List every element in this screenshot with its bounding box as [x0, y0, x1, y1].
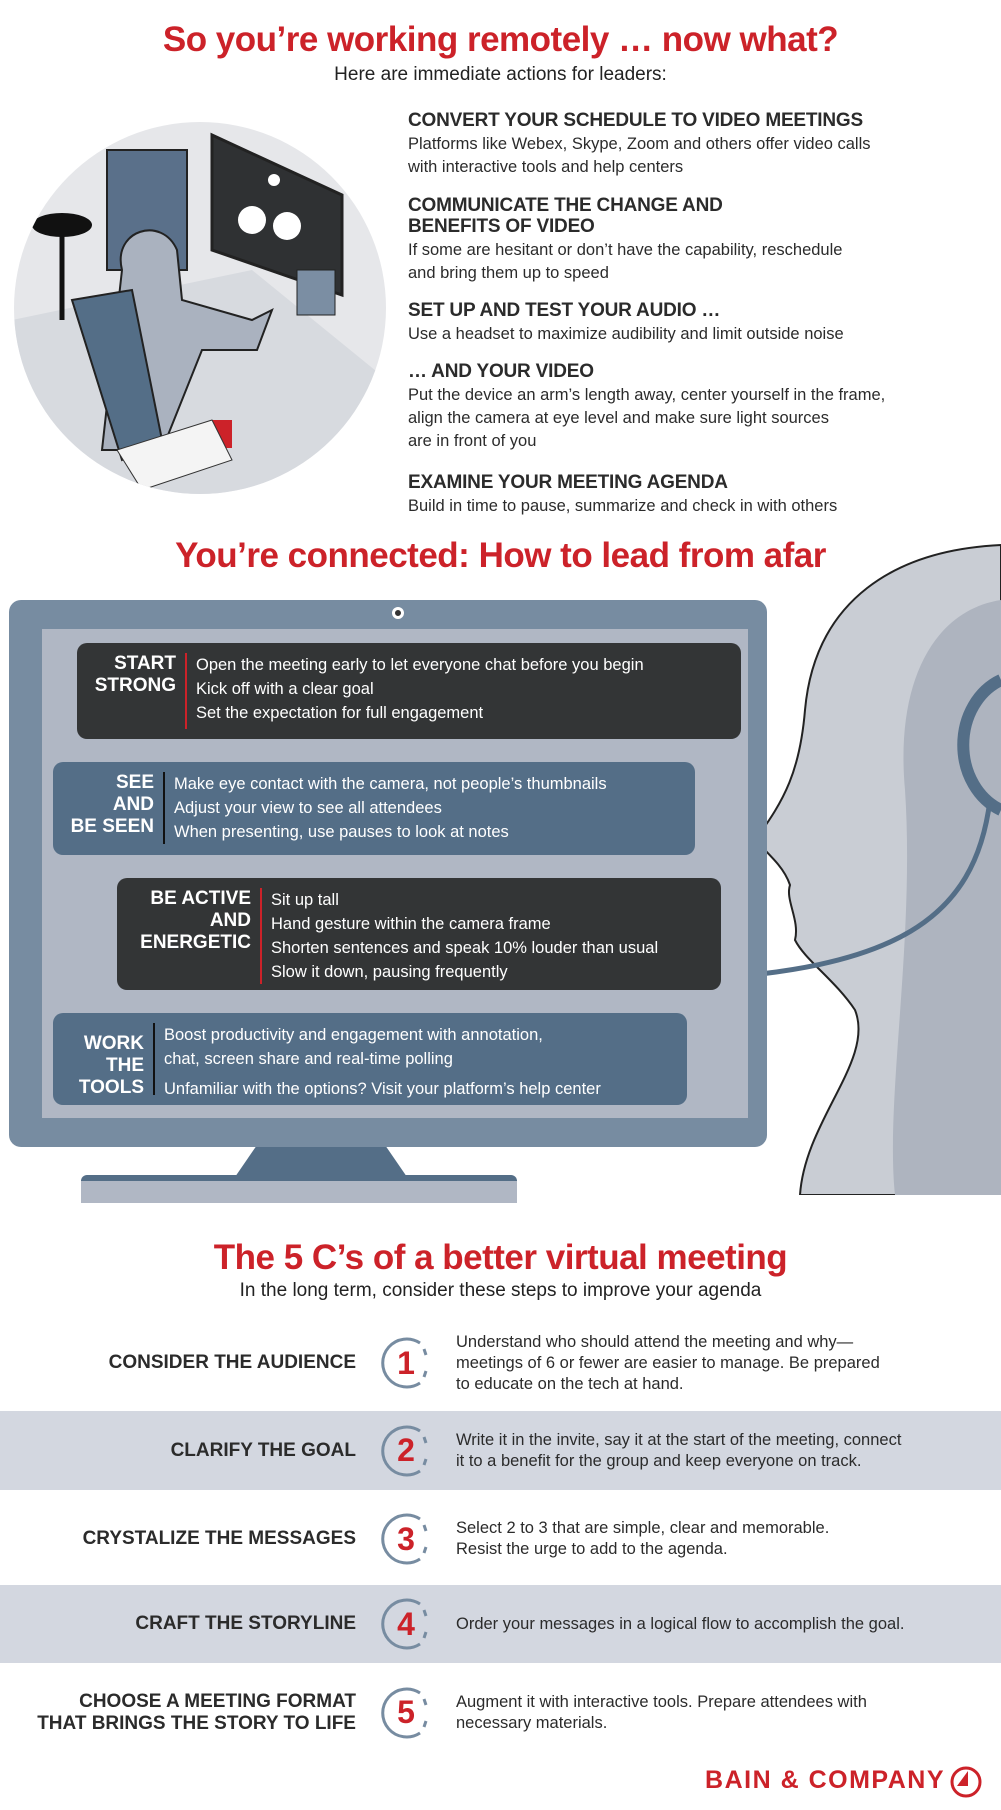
action-body: Build in time to pause, summarize and ch…: [408, 497, 838, 515]
webcam-icon: [392, 607, 404, 619]
row-label-line: THAT BRINGS THE STORY TO LIFE: [37, 1712, 356, 1734]
bracket-circle-icon: [381, 1337, 428, 1389]
tip-item: When presenting, use pauses to look at n…: [174, 823, 509, 841]
row-label: CONSIDER THE AUDIENCE: [0, 1352, 356, 1374]
row-description-line: Write it in the invite, say it at the st…: [456, 1430, 902, 1449]
section-subtitle-five-cs: In the long term, consider these steps t…: [239, 1280, 762, 1301]
row-description-line: to educate on the tech at hand.: [456, 1374, 684, 1393]
five-cs-row: CRYSTALIZE THE MESSAGES 3 Select 2 to 3 th…: [0, 1496, 1001, 1582]
row-number: 1: [397, 1344, 415, 1381]
action-body: Platforms like Webex, Skype, Zoom and ot…: [408, 133, 993, 179]
row-description: Select 2 to 3 that are simple, clear and…: [456, 1518, 986, 1560]
tip-item: Make eye contact with the camera, not pe…: [174, 775, 607, 793]
tip-item: Unfamiliar with the options? Visit your …: [164, 1080, 601, 1098]
bracket-circle-icon: [381, 1598, 428, 1650]
page-subtitle: Here are immediate actions for leaders:: [334, 64, 667, 85]
row-label: CRAFT THE STORYLINE: [0, 1613, 356, 1635]
tip-item: Sit up tall: [271, 891, 339, 909]
action-heading: CONVERT YOUR SCHEDULE TO VIDEO MEETINGS: [408, 110, 863, 131]
row-number: 2: [397, 1432, 415, 1468]
row-label: CRYSTALIZE THE MESSAGES: [0, 1528, 356, 1550]
five-cs-row: CRAFT THE STORYLINE 4 Order your messages …: [0, 1585, 1001, 1663]
page-title: So you’re working remotely … now what?: [162, 20, 839, 59]
row-number-badge: 5: [380, 1685, 432, 1741]
action-body: Put the device an arm’s length away, cen…: [408, 386, 886, 450]
action-convert-schedule: CONVERT YOUR SCHEDULE TO VIDEO MEETINGS …: [408, 110, 993, 179]
row-description: Augment it with interactive tools. Prepa…: [456, 1692, 986, 1734]
row-number-badge: 3: [380, 1511, 432, 1567]
tip-item: Set the expectation for full engagement: [196, 704, 484, 722]
tip-item: Open the meeting early to let everyone c…: [196, 656, 644, 674]
tip-item: Hand gesture within the camera frame: [271, 915, 551, 933]
row-number: 3: [397, 1520, 415, 1557]
row-description-line: Select 2 to 3 that are simple, clear and…: [456, 1519, 830, 1537]
row-description-line: Resist the urge to add to the agenda.: [456, 1540, 728, 1558]
row-label-line: CRAFT THE STORYLINE: [135, 1613, 356, 1634]
row-description-line: Augment it with interactive tools. Prepa…: [456, 1692, 867, 1711]
tip-item: Adjust your view to see all attendees: [174, 799, 442, 817]
row-description-line: Understand who should attend the meeting…: [456, 1332, 854, 1351]
row-description-line: meetings of 6 or fewer are easier to man…: [456, 1353, 880, 1372]
row-description-line: Order your messages in a logical flow to…: [456, 1614, 905, 1633]
row-description: Write it in the invite, say it at the st…: [456, 1430, 986, 1472]
action-heading: … AND YOUR VIDEO: [408, 361, 594, 382]
row-description: Order your messages in a logical flow to…: [456, 1614, 986, 1635]
row-label-line: CLARIFY THE GOAL: [170, 1439, 356, 1461]
row-number: 4: [397, 1605, 415, 1642]
tip-item: Shorten sentences and speak 10% louder t…: [271, 939, 659, 957]
five-cs-row: CONSIDER THE AUDIENCE 1 Understand who sho…: [0, 1326, 1001, 1400]
remote-worker-illustration: [14, 122, 386, 494]
tip-item: Kick off with a clear goal: [196, 680, 374, 698]
section-title-five-cs: The 5 C’s of a better virtual meeting: [213, 1238, 788, 1277]
action-test-video: … AND YOUR VIDEO Put the device an arm’s…: [408, 361, 993, 453]
row-description-line: necessary materials.: [456, 1713, 608, 1732]
row-description-line: it to a benefit for the group and keep e…: [456, 1451, 862, 1470]
bain-logo-text: BAIN & COMPANY: [705, 1766, 945, 1794]
action-body-line: Platforms like Webex, Skype, Zoom and ot…: [408, 135, 871, 153]
action-heading: SET UP AND TEST YOUR AUDIO …: [408, 300, 721, 321]
five-cs-row: CLARIFY THE GOAL 2 Write it in the invite,…: [0, 1411, 1001, 1490]
monitor-stand: [235, 1147, 407, 1177]
row-label-line: CONSIDER THE AUDIENCE: [108, 1352, 356, 1373]
action-body: Use a headset to maximize audibility and…: [408, 325, 844, 343]
action-test-audio: SET UP AND TEST YOUR AUDIO … Use a heads…: [408, 300, 993, 346]
row-label-line: CHOOSE A MEETING FORMAT: [79, 1690, 356, 1712]
action-body-line: with interactive tools and help centers: [408, 158, 684, 176]
row-label-line: CRYSTALIZE THE MESSAGES: [82, 1528, 356, 1549]
bracket-circle-icon: [381, 1687, 428, 1738]
row-number-badge: 2: [380, 1423, 432, 1479]
row-number-badge: 4: [380, 1596, 432, 1652]
bracket-circle-icon: [381, 1513, 428, 1565]
bracket-circle-icon: [381, 1425, 428, 1476]
row-label: CLARIFY THE GOAL: [0, 1440, 356, 1462]
action-heading: EXAMINE YOUR MEETING AGENDA: [408, 472, 728, 493]
tip-item: Slow it down, pausing frequently: [271, 963, 508, 981]
monitor-base: [81, 1175, 517, 1203]
head-profile-illustration: [745, 543, 1001, 1195]
action-examine-agenda: EXAMINE YOUR MEETING AGENDA Build in tim…: [408, 472, 993, 518]
action-body: If some are hesitant or don’t have the c…: [408, 241, 843, 282]
bain-logo-icon: [950, 1766, 982, 1798]
tip-item: Boost productivity and engagement with a…: [164, 1026, 543, 1044]
section-title-lead: You’re connected: How to lead from afar: [175, 536, 826, 575]
tip-item: chat, screen share and real-time polling: [164, 1050, 453, 1068]
row-description: Understand who should attend the meeting…: [456, 1332, 986, 1395]
row-number: 5: [397, 1694, 415, 1730]
row-number-badge: 1: [380, 1335, 432, 1391]
